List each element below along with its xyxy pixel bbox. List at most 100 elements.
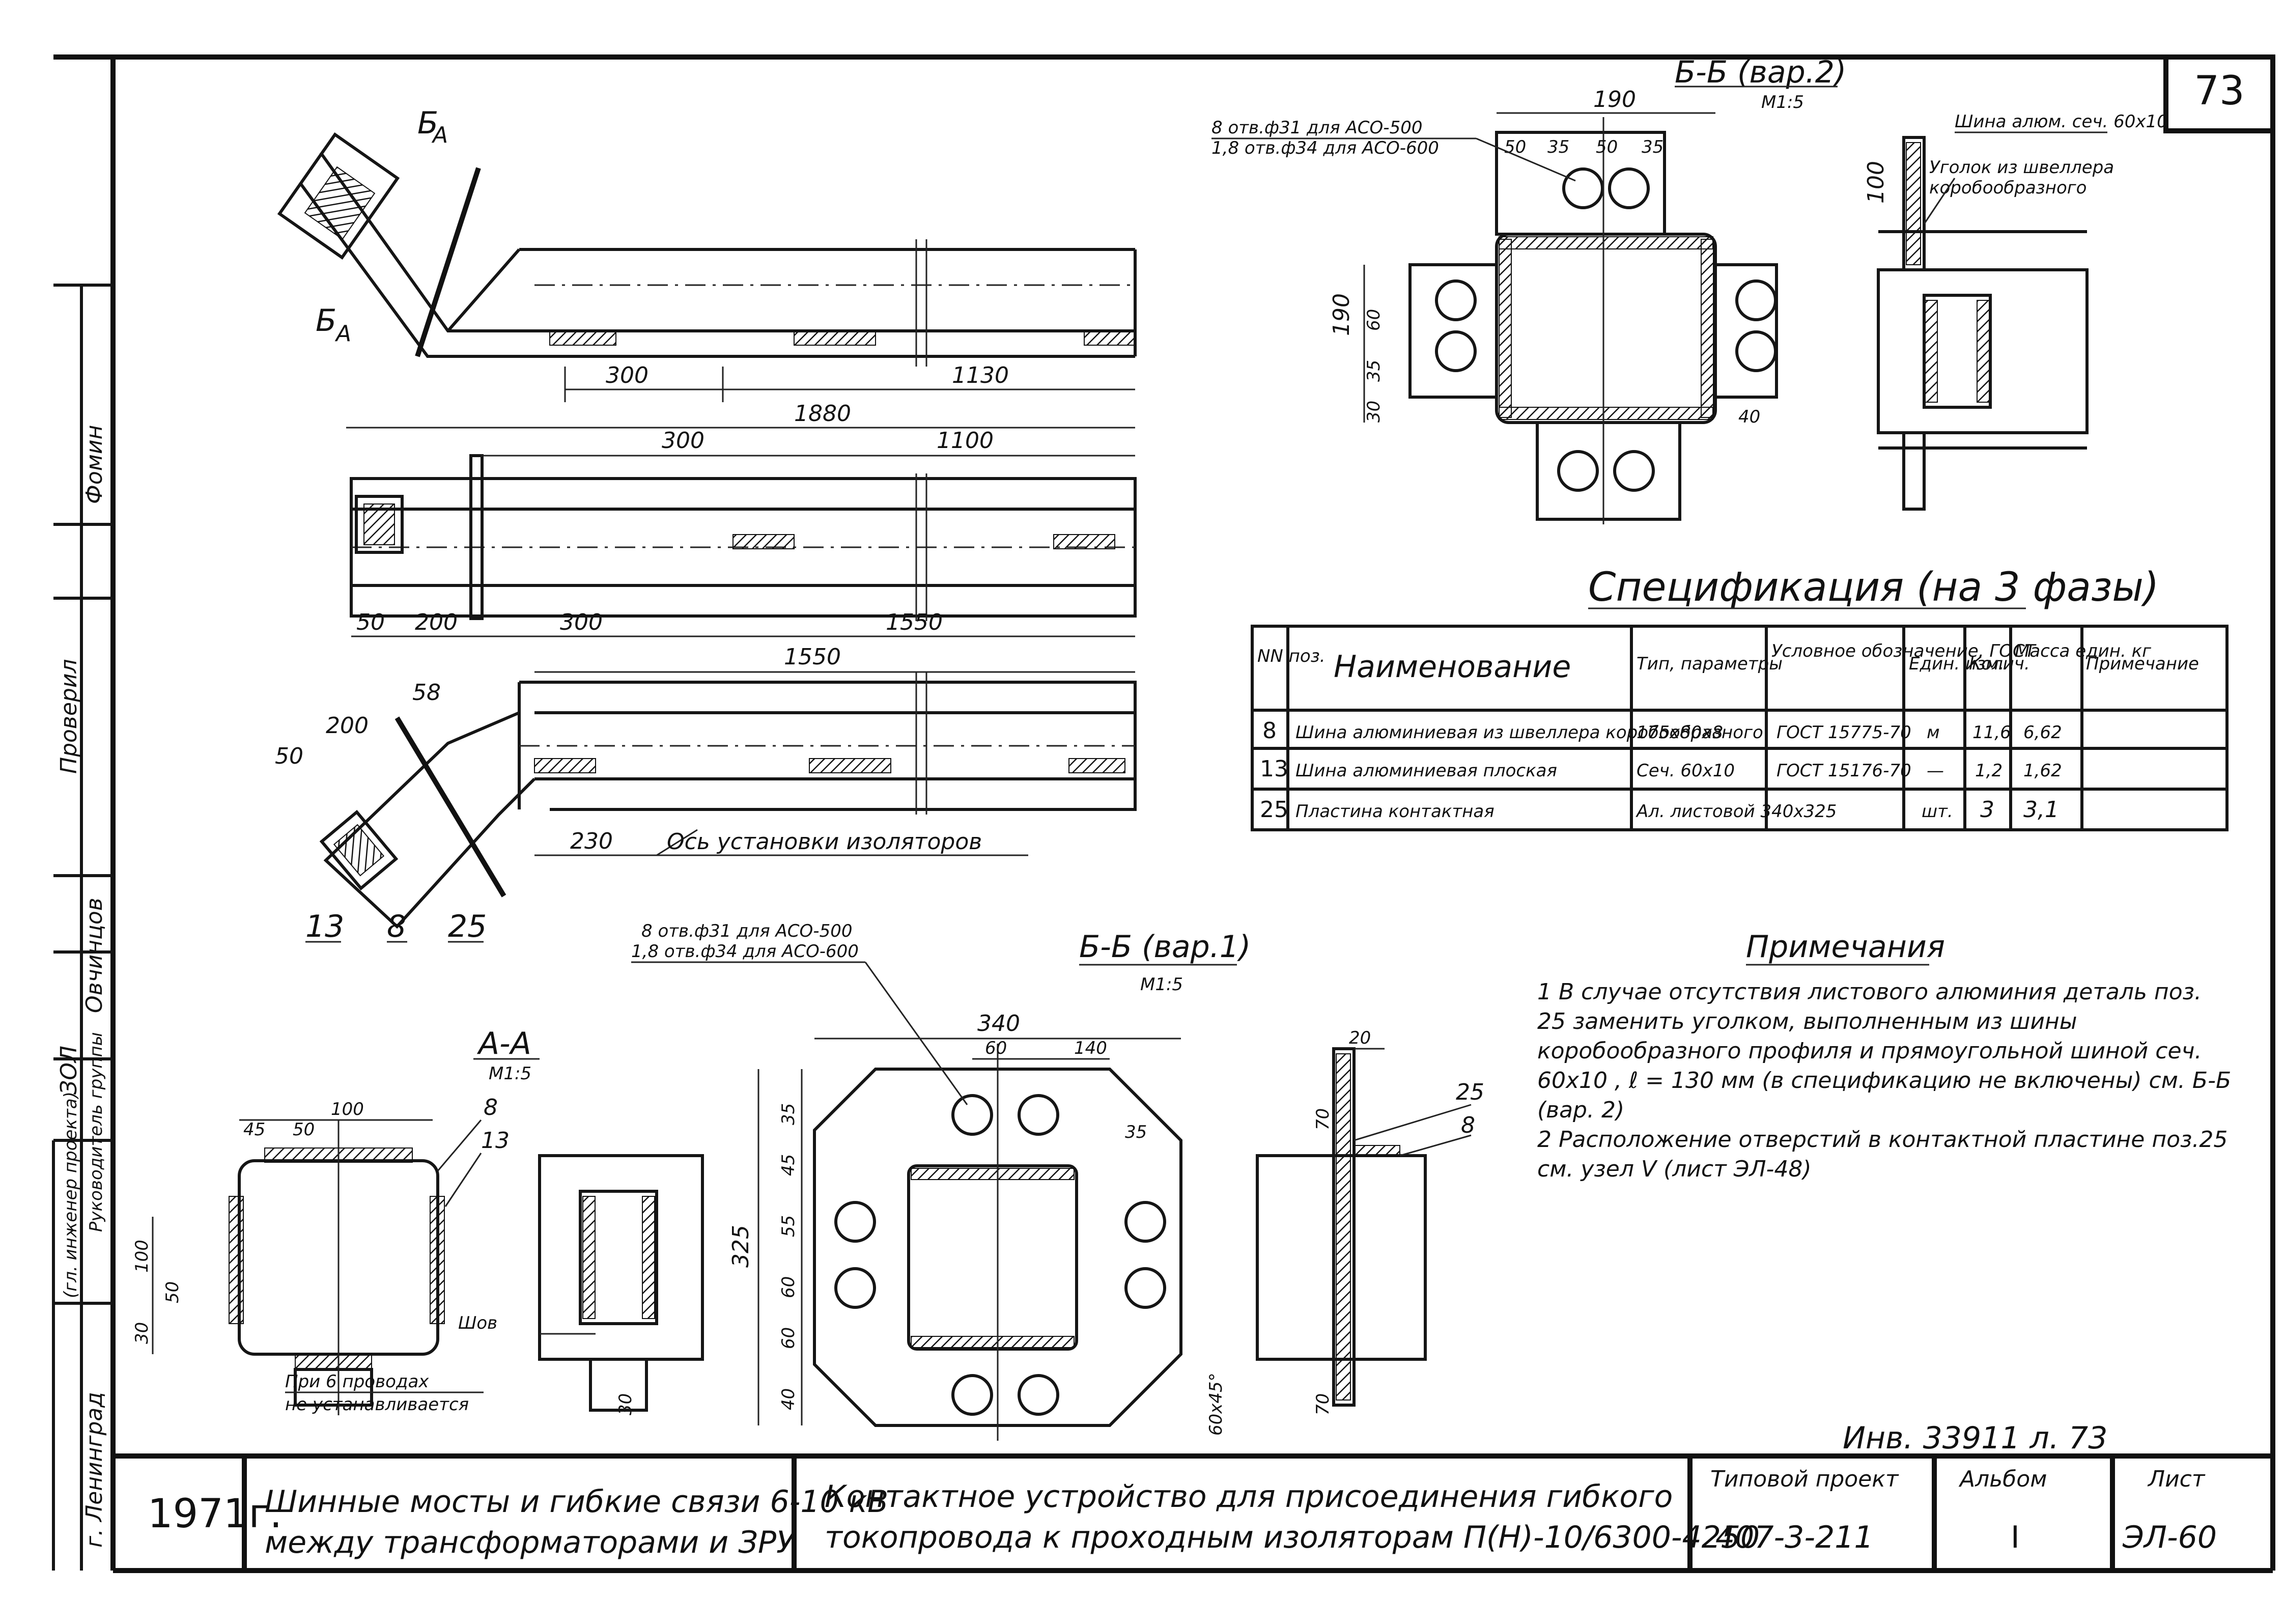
bb1-dim-0: 340 [977, 1011, 1020, 1037]
title-year: 1971г. [148, 1491, 282, 1537]
aa-dim-5: 30 [132, 1322, 152, 1344]
section-aa: А-А М1:5 100 45 50 100 50 30 30 8 13 При… [132, 1026, 704, 1415]
bb2-scale: М1:5 [1761, 92, 1804, 113]
spec-r1-c0: 13 [1260, 756, 1288, 782]
title-album-label: Альбом [1958, 1466, 2047, 1492]
spec-h-7: Примечание [2086, 654, 2199, 674]
aa-note-0: При 6 проводах [285, 1371, 429, 1392]
pos-8: 8 [387, 909, 406, 944]
bb1-dim-4: 45 [778, 1154, 799, 1176]
spec-h-3: Условное обозначение, ГОСТ [1771, 641, 2037, 661]
insulator-axis-label: Ось установки изоляторов [667, 829, 982, 855]
stamp-role-3: Проверил [56, 659, 82, 774]
aa-pos-8: 8 [484, 1095, 498, 1121]
dim-low-3: 50 [275, 743, 303, 769]
bb1-dim-3: 35 [778, 1103, 799, 1125]
title-work-line1: Шинные мосты и гибкие связи 6-10 кВ [265, 1484, 888, 1520]
title-block: 1971г. Шинные мосты и гибкие связи 6-10 … [148, 1456, 2217, 1571]
section-bb-var1: Б-Б (вар.1) М1:5 340 60 140 35 45 55 60 … [631, 921, 1484, 1441]
spec-r0-c6: 6,62 [2023, 722, 2062, 743]
svg-text:А: А [431, 122, 448, 148]
bb2-bus-label: Шина алюм. сеч. 60х10 [1955, 111, 2168, 132]
bb2-dim-4: 35 [1642, 137, 1663, 157]
spec-r1-c1: Шина алюминиевая плоская [1295, 761, 1557, 781]
aa-dim-2: 50 [293, 1119, 315, 1140]
bb1-dim-9: 325 [728, 1225, 754, 1268]
spec-title: Спецификация (на 3 фазы) [1588, 565, 2159, 610]
bb2-dim-10: 100 [1863, 161, 1889, 204]
aa-dim-1: 45 [243, 1119, 265, 1140]
spec-r2-c0: 25 [1260, 797, 1288, 823]
aa-note-1: не устанавливается [285, 1394, 469, 1415]
sheet-frame [53, 54, 2275, 1573]
bb1-hole-callout-0: 8 отв.ф31 для АСО-500 [641, 921, 852, 941]
title-project-value: 407-3-211 [1715, 1520, 1874, 1555]
spec-h-1: Наименование [1334, 649, 1571, 685]
bb2-dim-6: 60 [1364, 309, 1384, 331]
spec-r0-c4: м [1927, 722, 1940, 743]
side-bb1-dim-2: 70 [1313, 1393, 1333, 1415]
title-drawing-line1: Контактное устройство для присоединения … [825, 1479, 1673, 1515]
bb2-dim-2: 35 [1547, 137, 1569, 157]
side-pos-25: 25 [1456, 1079, 1484, 1105]
bb2-dim-9: 40 [1738, 407, 1760, 427]
spec-r1-c4: — [1927, 761, 1944, 781]
spec-h-4: Един. изм. [1909, 654, 2005, 674]
bb1-dim-8: 40 [778, 1388, 799, 1410]
bb1-dim-11: 60х45° [1206, 1373, 1226, 1436]
sheet-number: 73 [2194, 68, 2244, 114]
dim-top-2: 1880 [794, 401, 851, 427]
bb2-hole-callout-1: 1,8 отв.ф34 для АСО-600 [1211, 138, 1439, 158]
bb1-title: Б-Б (вар.1) [1079, 929, 1251, 965]
stamp-city: г. Ленинград [81, 1392, 107, 1548]
bb2-dim-7: 35 [1364, 360, 1384, 382]
note-1: 1 В случае отсутствия листового алюминия… [1537, 979, 2232, 1123]
aa-pos-13: 13 [481, 1128, 510, 1154]
title-drawing-line2: токопровода к проходным изоляторам П(Н)-… [825, 1520, 1760, 1555]
inventory-number: Инв. 33911 л. 73 [1843, 1420, 2107, 1456]
notes-block: Примечания 1 В случае отсутствия листово… [1537, 929, 2232, 1182]
bb1-dim-7: 60 [778, 1327, 799, 1349]
stamp-role-1: Руководитель группы [86, 1032, 106, 1232]
section-mark-b-top: Б [417, 105, 438, 141]
spec-r0-c5: 11,6 [1972, 722, 2011, 743]
bb2-angle-label-1: коробообразного [1929, 178, 2086, 198]
bb2-dim-0: 190 [1593, 87, 1636, 113]
sheet-number-box: 73 [2163, 54, 2275, 133]
aa-dim-0: 100 [331, 1099, 364, 1119]
aa-weld-label: Шов [458, 1313, 497, 1333]
bb2-hole-callout-0: 8 отв.ф31 для АСО-500 [1211, 118, 1422, 138]
spec-r2-c2: Ал. листовой 340х325 [1636, 801, 1837, 822]
bb1-dim-6: 60 [778, 1276, 799, 1298]
spec-h-6: Масса един. кг [2015, 641, 2152, 661]
spec-h-0: NN поз. [1257, 646, 1326, 666]
spec-r0-c3: ГОСТ 15775-70 [1777, 722, 1911, 743]
dim-mid-5: 1550 [886, 609, 943, 635]
spec-r1-c5: 1,2 [1975, 761, 2003, 781]
spec-r2-c5: 3 [1980, 797, 1994, 823]
aa-dim-3: 100 [132, 1240, 152, 1273]
spec-r0-c2: 175х80х8 [1637, 722, 1723, 743]
title-work-line2: между трансформаторами и ЗРУ [265, 1525, 797, 1560]
bb2-dim-3: 50 [1596, 137, 1618, 157]
bb2-dim-1: 50 [1504, 137, 1526, 157]
title-sheet-label: Лист [2147, 1466, 2206, 1492]
spec-r2-c4: шт. [1922, 801, 1953, 822]
spec-r1-c3: ГОСТ 15176-70 [1777, 761, 1911, 781]
bb1-dim-2: 140 [1074, 1038, 1107, 1058]
bb1-dim-10: 35 [1125, 1122, 1147, 1142]
section-mark-b-bottom: Б [316, 303, 336, 339]
bb2-angle-label-0: Уголок из швеллера [1929, 157, 2114, 178]
stamp-role-0: (гл. инженер проекта) [61, 1091, 81, 1298]
plan-view-middle: 300 1100 50 200 300 1550 [350, 428, 1137, 637]
bb2-dim-5: 190 [1329, 293, 1355, 336]
stamp-name-1: ЗОЛ [56, 1046, 82, 1095]
spec-r0-c1: Шина алюминиевая из швеллера коробообраз… [1295, 722, 1763, 743]
spec-r0-c0: 8 [1262, 718, 1277, 744]
title-sheet-value: ЭЛ-60 [2122, 1520, 2217, 1555]
stamp-name-4: Фомин [81, 425, 107, 504]
svg-text:А: А [334, 321, 351, 347]
spec-r2-c1: Пластина контактная [1295, 801, 1495, 822]
title-album-value: I [2011, 1520, 2020, 1555]
